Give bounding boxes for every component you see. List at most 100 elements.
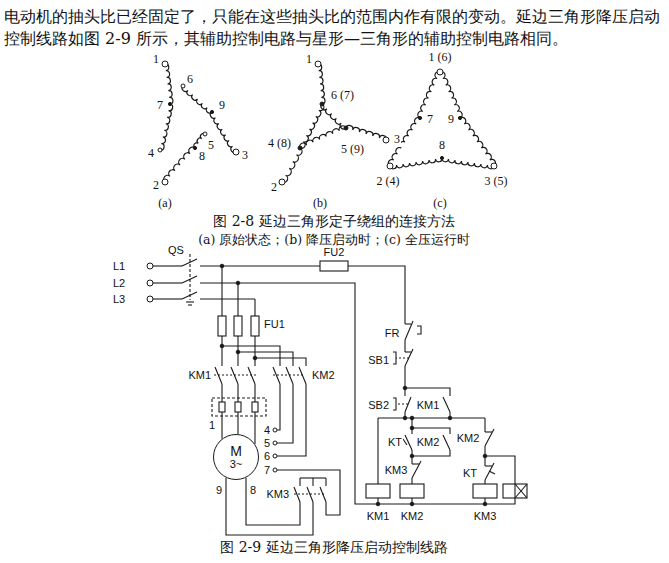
terminal-number: 4 — [147, 147, 155, 160]
terminal-number: 1 — [305, 53, 313, 66]
junction-dot — [410, 426, 414, 430]
junction-dot — [253, 356, 257, 360]
terminal — [437, 69, 443, 75]
device-label: FU1 — [263, 318, 286, 330]
figure-subcaption: (a) 原始状态；(b) 降压启动时；(c) 全压运行时 — [197, 233, 471, 247]
winding-coil — [418, 72, 440, 118]
device-label: FR — [384, 327, 401, 339]
wire — [485, 456, 515, 484]
terminal — [147, 263, 153, 269]
time-relay-mark — [514, 484, 515, 498]
wire — [412, 450, 450, 456]
wire — [412, 428, 450, 434]
junction-dot — [236, 281, 240, 285]
terminal — [233, 149, 239, 155]
switch-linkage — [189, 254, 190, 300]
fuse — [218, 316, 226, 336]
terminal-number: 4 — [263, 424, 271, 436]
junction-dot — [236, 350, 240, 354]
wire — [246, 478, 300, 525]
wire — [200, 298, 255, 299]
terminal — [162, 61, 168, 67]
junction-dot — [168, 102, 171, 105]
delay-mark — [403, 439, 407, 445]
wire — [411, 478, 412, 484]
wire — [238, 352, 293, 366]
junction-dot — [448, 416, 452, 420]
winding-coil — [164, 147, 195, 182]
contact-blade — [443, 435, 450, 450]
wire — [312, 478, 313, 486]
terminal-number: 8 — [438, 139, 446, 152]
device-label: KM2 — [416, 436, 441, 448]
terminal — [279, 179, 285, 185]
wire — [377, 418, 378, 484]
junction-dot — [410, 502, 414, 506]
terminal-number: 8 — [198, 150, 206, 163]
wire — [404, 366, 405, 396]
wire — [153, 265, 182, 266]
winding-coil — [165, 64, 173, 104]
phase-label: L1 — [112, 260, 126, 272]
terminal-number: 7 — [263, 464, 271, 476]
wire — [222, 346, 280, 366]
junction-dot — [483, 454, 487, 458]
wire — [405, 388, 450, 396]
device-label: SB2 — [367, 399, 390, 411]
wire — [275, 384, 280, 430]
winding-coil — [442, 158, 494, 169]
winding-coil — [460, 117, 496, 166]
junction-dot — [376, 502, 380, 506]
heater-element — [219, 402, 225, 412]
terminal — [383, 137, 389, 143]
wire — [153, 282, 182, 283]
terminal — [147, 296, 153, 302]
wire — [485, 465, 492, 466]
wire — [405, 351, 411, 352]
time-relay-mark — [515, 484, 527, 498]
earth-symbol — [188, 304, 192, 305]
terminal — [273, 428, 277, 432]
time-relay-coil — [503, 484, 527, 498]
wire — [411, 450, 412, 464]
delay-mark — [489, 471, 495, 474]
wire — [200, 283, 515, 504]
wire — [484, 480, 485, 484]
earth-symbol — [186, 301, 194, 302]
winding-end — [158, 148, 162, 152]
terminal — [147, 280, 153, 286]
wire — [325, 478, 326, 486]
junction-dot — [298, 146, 302, 150]
device-label: KT — [462, 467, 478, 479]
wire — [412, 463, 419, 464]
fuse — [251, 316, 259, 336]
device-label: KM3 — [384, 464, 409, 476]
motor-text: 3~ — [230, 459, 243, 471]
terminal — [162, 179, 168, 185]
winding-coil — [282, 148, 302, 182]
thermal-relay-heater — [212, 398, 266, 416]
junction-dot — [220, 344, 224, 348]
contact-linkage — [273, 374, 304, 375]
device-label: KM1 — [416, 399, 441, 411]
terminal — [273, 441, 277, 445]
fuse — [234, 316, 242, 336]
winding-coil — [182, 86, 212, 113]
terminal — [273, 468, 277, 472]
contact-blade — [405, 435, 412, 450]
terminal-number: 9 — [215, 484, 223, 496]
terminal-number: 6 (7) — [330, 89, 355, 102]
junction-dot — [210, 110, 213, 113]
device-label: FU2 — [323, 246, 346, 258]
terminal-number: 2 — [270, 181, 278, 194]
wire — [153, 298, 182, 299]
wire — [404, 340, 405, 352]
terminal — [273, 454, 277, 458]
terminal-number: 1 — [152, 53, 160, 66]
body-text: 电动机的抽头比已经固定了，只能在这些抽头比的范围内作有限的变动。延边三角形降压启… — [4, 6, 666, 50]
device-label: SB1 — [367, 354, 390, 366]
terminal-number: 5 — [263, 437, 271, 449]
relay-coil — [473, 484, 497, 498]
device-label: KM2 — [456, 432, 481, 444]
